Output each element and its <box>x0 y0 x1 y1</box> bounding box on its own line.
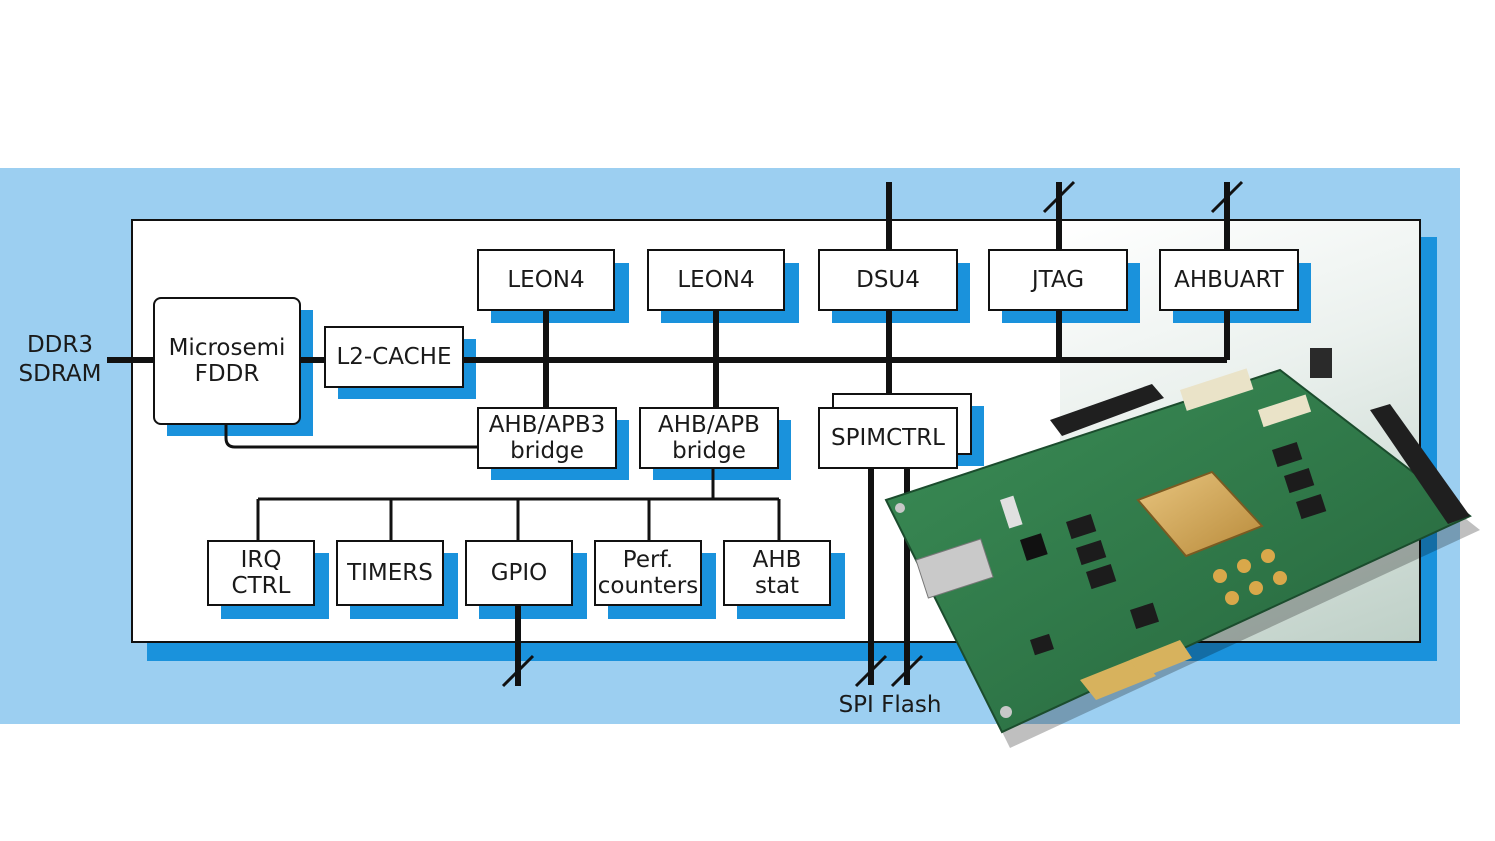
ahbstat-block: AHB stat <box>723 540 831 606</box>
spi-flash-label: SPI Flash <box>838 692 942 718</box>
jtag-block: JTAG <box>988 249 1128 311</box>
gpio-block: GPIO <box>465 540 573 606</box>
ahbuart-block: AHBUART <box>1159 249 1299 311</box>
irqctrl-block: IRQ CTRL <box>207 540 315 606</box>
fddr-block: Microsemi FDDR <box>153 297 301 425</box>
spimctrl-block: SPIMCTRL <box>818 407 958 469</box>
leon4-block-b: LEON4 <box>647 249 785 311</box>
timers-block: TIMERS <box>336 540 444 606</box>
fpga-board-icon <box>884 348 1480 748</box>
perf-counters-block: Perf. counters <box>594 540 702 606</box>
leon4-block-a: LEON4 <box>477 249 615 311</box>
ahbapb3-bridge-block: AHB/APB3 bridge <box>477 407 617 469</box>
l2cache-block: L2-CACHE <box>324 326 464 388</box>
dsu4-block: DSU4 <box>818 249 958 311</box>
ddr3-sdram-label: DDR3 SDRAM <box>18 332 102 387</box>
ahbapb-bridge-block: AHB/APB bridge <box>639 407 779 469</box>
